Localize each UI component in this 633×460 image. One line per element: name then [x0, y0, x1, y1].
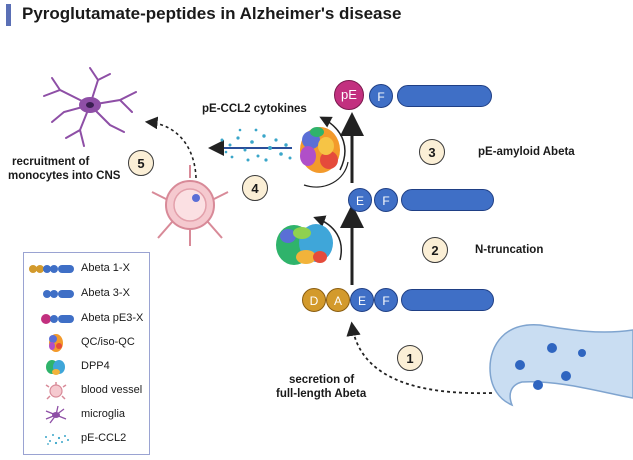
abeta-3-x-icon	[43, 290, 74, 298]
legend-item: QC/iso-QC	[24, 333, 149, 353]
legend-label: DPP4	[81, 360, 110, 372]
dpp4-enzyme	[276, 224, 333, 265]
step-4: 4	[242, 175, 268, 201]
step-5: 5	[128, 150, 154, 176]
page-title: Pyroglutamate-peptides in Alzheimer's di…	[22, 4, 402, 23]
legend-item: Abeta pE3-X	[24, 309, 149, 329]
legend-label: Abeta pE3-X	[81, 312, 144, 324]
dpp4-icon	[46, 360, 65, 375]
blood-vessel-icon	[45, 382, 67, 400]
legend-label: Abeta 1-X	[81, 262, 130, 274]
peptide-tail-1-x	[401, 289, 494, 311]
step-3: 3	[419, 139, 445, 165]
label-cytokines: pE-CCL2 cytokines	[202, 103, 307, 115]
label-recruitment-2: monocytes into CNS	[8, 170, 121, 182]
qc-curve-arrow	[319, 116, 346, 171]
residue-f: F	[369, 84, 393, 108]
peptide-tail-pe3	[397, 85, 492, 107]
qc-curve-arrow-lower	[303, 161, 349, 188]
peptide-tail-3-x	[401, 189, 494, 211]
legend-item: DPP4	[24, 357, 149, 377]
legend-label: pE-CCL2	[81, 432, 127, 444]
dpp4-curve-arrow	[313, 215, 342, 261]
residue-f: F	[374, 288, 398, 312]
residue-e: E	[348, 188, 372, 212]
abeta-pe3-x-icon	[41, 314, 74, 324]
residue-d: D	[302, 288, 326, 312]
legend-item: blood vessel	[24, 381, 149, 401]
residue-f: F	[374, 188, 398, 212]
residue-a: A	[326, 288, 350, 312]
legend-label: blood vessel	[81, 384, 143, 396]
legend-item: microglia	[24, 405, 149, 425]
arrow-secretion	[346, 321, 493, 395]
legend-item: Abeta 1-X	[24, 259, 149, 279]
qc-iso-qc-icon	[49, 334, 63, 352]
arrow-recruitment	[144, 116, 197, 179]
blood-vessel-cell	[151, 165, 229, 246]
step-2: 2	[422, 237, 448, 263]
label-n-truncation: N-truncation	[475, 244, 544, 256]
microglia-icon	[45, 405, 67, 424]
neuron-terminal	[489, 324, 633, 407]
residue-pe: pE	[334, 80, 364, 110]
label-secretion-1: secretion of	[289, 374, 355, 386]
label-pe-amyloid: pE-amyloid Abeta	[478, 146, 575, 158]
abeta-1-x-icon	[29, 265, 74, 273]
legend-label: QC/iso-QC	[81, 336, 135, 348]
step-1: 1	[397, 345, 423, 371]
legend-label: Abeta 3-X	[81, 287, 130, 299]
pe-ccl2-cloud	[220, 128, 292, 162]
microglia-cell	[43, 67, 137, 147]
label-recruitment-1: recruitment of	[12, 156, 90, 168]
legend-item: pE-CCL2	[24, 429, 149, 449]
label-secretion-2: full-length Abeta	[276, 388, 367, 400]
legend-label: microglia	[81, 408, 126, 420]
qc-iso-qc-enzyme	[300, 127, 340, 173]
legend: Abeta 1-X Abeta 3-X Abeta pE3-X QC/iso-Q…	[23, 252, 150, 455]
pe-ccl2-icon	[45, 434, 69, 445]
residue-e: E	[350, 288, 374, 312]
legend-item: Abeta 3-X	[24, 284, 149, 304]
title-accent-bar	[6, 4, 11, 26]
